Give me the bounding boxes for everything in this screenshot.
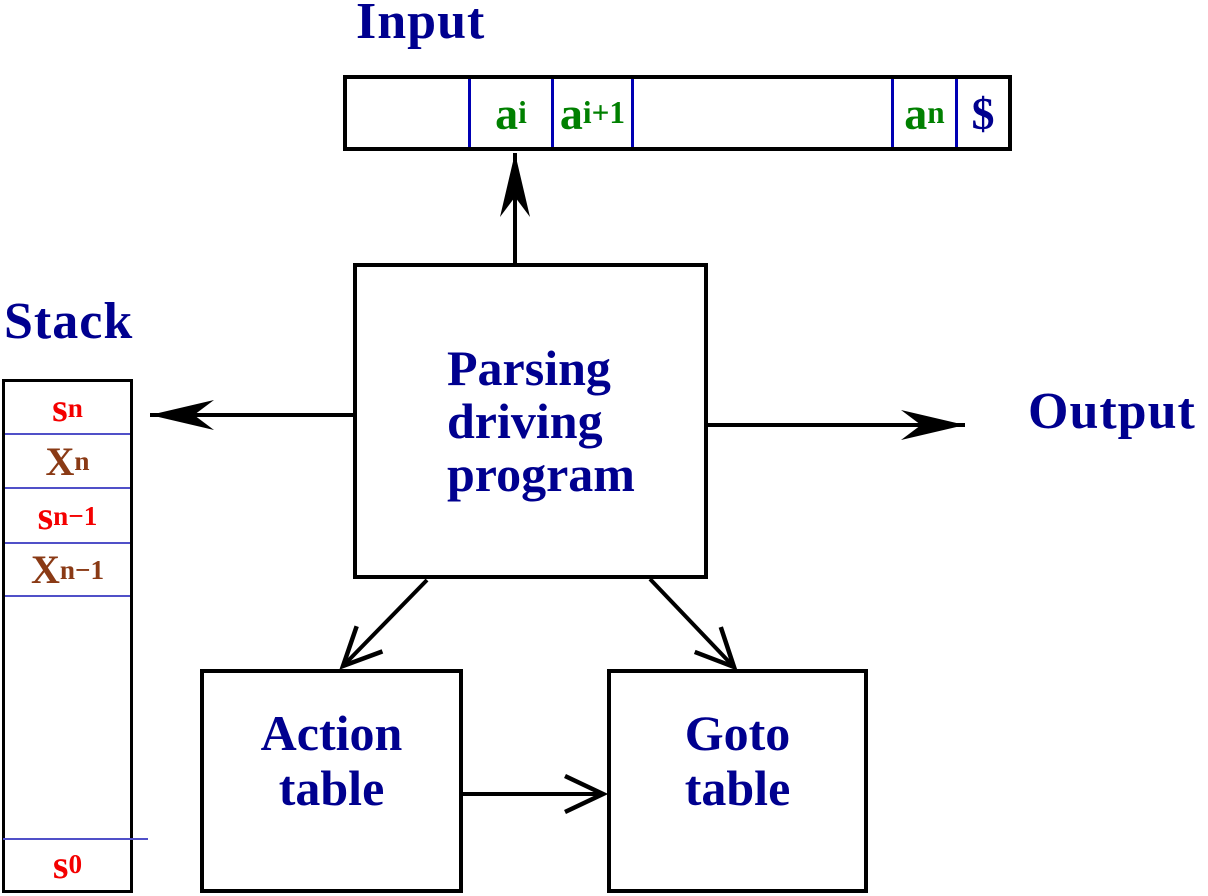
stack-symbol: s [52, 841, 69, 887]
output-heading: Output [1028, 383, 1196, 440]
parsing-program-label: Parsing driving program [357, 339, 635, 502]
stack-symbol: X [45, 438, 75, 484]
stack-heading: Stack [4, 293, 134, 350]
goto-table-label: Goto table [685, 706, 791, 856]
action-table-label: Action table [261, 706, 403, 856]
stack-symbol: s [52, 385, 68, 430]
tape-symbol: a [495, 87, 519, 139]
stack-symbol: X [30, 547, 60, 592]
stack-divider [5, 433, 130, 435]
stack-divider [5, 595, 130, 597]
stack-divider [5, 487, 130, 489]
tape-divider [891, 79, 894, 147]
tape-divider [551, 79, 554, 147]
parsing-program-box: Parsing driving program [353, 263, 708, 579]
goto-table-box: Goto table [607, 669, 868, 893]
parsing-program-line: program [447, 445, 635, 502]
arrow-parser-to-action-table [339, 578, 429, 670]
stack-symbol: s [37, 493, 54, 538]
tape-divider [955, 79, 958, 147]
arrow-parser-to-goto-table [648, 577, 738, 671]
tape-symbol: a [904, 87, 928, 139]
parsing-program-line: Parsing [447, 339, 611, 396]
tape-symbol: $ [971, 87, 995, 139]
tape-cell-end-marker: $ [958, 79, 1008, 147]
action-table-line: Action [260, 705, 403, 761]
input-heading: Input [356, 0, 486, 50]
stack-bottom-divider [3, 838, 148, 840]
goto-table-line: table [684, 760, 791, 816]
action-table-line: table [278, 760, 385, 816]
parsing-program-line: driving [447, 392, 603, 449]
tape-divider [631, 79, 634, 147]
tape-symbol: a [559, 87, 583, 139]
goto-table-line: Goto [684, 705, 791, 761]
stack-divider [5, 542, 130, 544]
tape-divider [468, 79, 471, 147]
action-table-box: Action table [200, 669, 463, 893]
